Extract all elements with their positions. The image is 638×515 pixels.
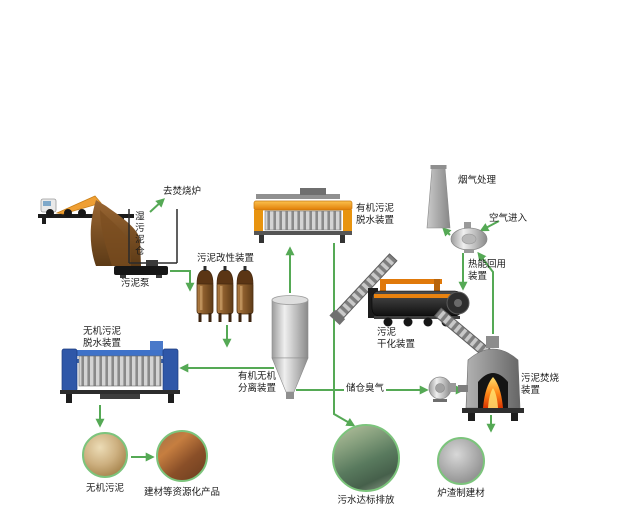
- modification-tanks: [196, 266, 254, 322]
- odor-fan: [428, 376, 456, 402]
- air-inlet-label: 空气进入: [489, 213, 528, 224]
- slag-caption: 炉渣制建材: [437, 488, 485, 499]
- inorganic-dewatering-label: 无机污泥 脱水装置: [83, 326, 122, 349]
- sludge-pump-label: 污泥泵: [121, 278, 150, 289]
- silo-odor-label: 储仓臭气: [344, 383, 387, 395]
- wastewater-caption: 污水达标排放: [337, 495, 395, 506]
- slag-photo: [437, 437, 485, 485]
- to-incinerator-label: 去焚烧炉: [163, 186, 202, 197]
- chimney: [426, 165, 451, 229]
- inorganic-sludge-caption: 无机污泥: [85, 483, 125, 494]
- organic-dewatering-label: 有机污泥 脱水装置: [356, 203, 395, 226]
- sludge-drying-label: 污泥 干化装置: [377, 327, 416, 350]
- inorganic-sludge-photo: [82, 432, 128, 478]
- feed-conveyor: [329, 253, 398, 326]
- heat-recovery-fan: [450, 222, 488, 253]
- incinerator: [458, 336, 524, 421]
- resource-products-photo: [156, 430, 208, 482]
- separation-label: 有机无机 分离装置: [238, 371, 277, 394]
- wet-sludge-silo-label: 湿污泥仓: [132, 211, 144, 257]
- incineration-label: 污泥焚烧 装置: [521, 373, 560, 396]
- organic-filter-press: [253, 188, 353, 243]
- inorganic-filter-press: [60, 341, 180, 403]
- flue-gas-label: 烟气处理: [458, 175, 497, 186]
- wastewater-photo: [332, 424, 400, 492]
- sludge-pump: [114, 260, 168, 278]
- heat-recovery-label: 热能回用 装置: [468, 259, 507, 282]
- sludge-modification-label: 污泥改性装置: [197, 253, 255, 264]
- separation-hopper: [271, 295, 309, 399]
- resource-products-caption: 建材等资源化产品: [143, 487, 221, 498]
- dump-truck: [38, 195, 134, 224]
